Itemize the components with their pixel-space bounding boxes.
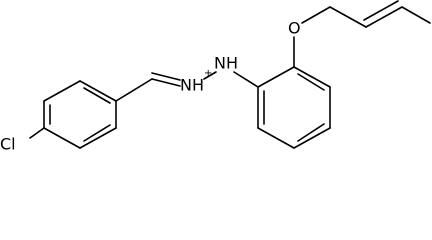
butenyl-chain <box>301 0 431 28</box>
bond-n-n <box>203 71 217 80</box>
amine-nitrogen-label: NH <box>214 54 238 73</box>
imine-nitrogen-group: NH + <box>180 68 212 95</box>
imine-double-bond <box>115 72 181 102</box>
chemical-structure-diagram: Cl NH + NH O <box>0 0 431 154</box>
bond-nh-ring <box>233 71 259 88</box>
imine-charge-label: + <box>204 68 212 79</box>
chlorine-atom-label: Cl <box>0 135 16 154</box>
imine-nitrogen-label: NH <box>180 76 204 95</box>
oxygen-atom-label: O <box>288 19 301 38</box>
chlorophenyl-ring <box>43 80 117 149</box>
aminophenyl-ring <box>257 66 331 149</box>
bond-c-cl <box>29 127 45 139</box>
